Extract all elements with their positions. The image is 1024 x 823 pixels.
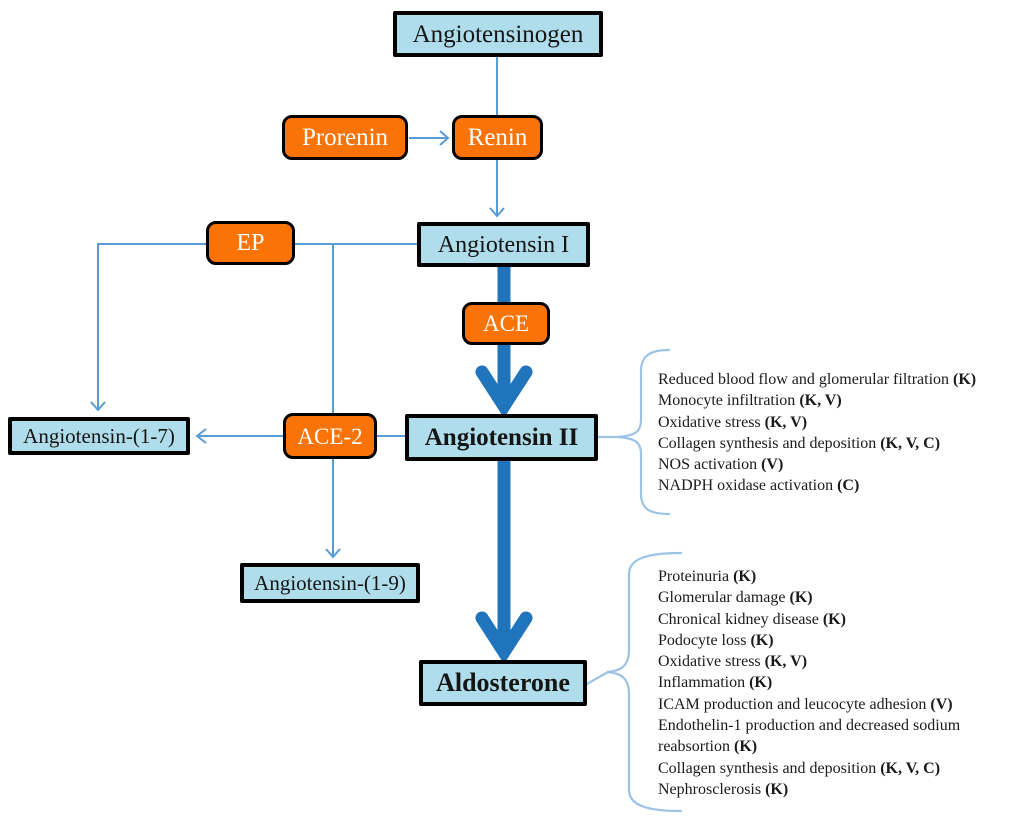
arrowhead-into-angiotensin-1-9	[325, 548, 341, 559]
effect-item: Inflammation (K)	[658, 674, 773, 692]
arrowhead-into-angiotensin-i	[489, 207, 505, 218]
node-ep-label: EP	[236, 230, 265, 256]
effect-item: Chronical kidney disease (K)	[658, 610, 846, 628]
effect-item: Glomerular damage (K)	[658, 589, 813, 607]
node-ace-label: ACE	[483, 311, 529, 336]
node-aldosterone: Aldosterone	[419, 660, 587, 706]
effect-item: Proteinuria (K)	[658, 568, 757, 585]
aldosterone-effects-list: Proteinuria (K) Glomerular damage (K) Ch…	[658, 566, 1023, 800]
node-angiotensin-i: Angiotensin I	[417, 222, 590, 267]
node-ace: ACE	[462, 302, 550, 345]
effect-item: Monocyte infiltration (K, V)	[658, 392, 842, 410]
node-ep: EP	[206, 221, 295, 265]
angiotensin-ii-effects-list: Reduced blood flow and glomerular filtra…	[658, 369, 1023, 497]
node-ace-2-label: ACE-2	[297, 423, 363, 449]
effect-item: Endothelin-1 production and decreased so…	[658, 717, 961, 756]
effect-item: Oxidative stress (K, V)	[658, 653, 808, 671]
node-angiotensin-1-7-label: Angiotensin-(1-7)	[23, 423, 175, 448]
node-angiotensin-ii-label: Angiotensin II	[424, 424, 579, 451]
arrowhead-into-angiotensin-1-7-top	[90, 401, 106, 412]
node-prorenin: Prorenin	[282, 115, 408, 160]
node-prorenin-label: Prorenin	[301, 124, 389, 151]
line-ep-horizontal	[97, 243, 417, 409]
arrowhead-into-angiotensin-1-7-right	[195, 428, 207, 444]
node-angiotensinogen: Angiotensinogen	[393, 11, 603, 57]
effect-item: Nephrosclerosis (K)	[658, 780, 789, 798]
effect-item: Podocyte loss (K)	[658, 631, 774, 649]
thick-arrow-angiotensin-ii-to-aldosterone-head	[475, 611, 533, 664]
node-aldosterone-label: Aldosterone	[436, 668, 570, 697]
node-ace-2: ACE-2	[283, 413, 377, 459]
node-renin: Renin	[452, 115, 543, 160]
node-angiotensinogen-label: Angiotensinogen	[412, 20, 584, 48]
node-angiotensin-ii: Angiotensin II	[405, 414, 598, 461]
node-angiotensin-1-9-label: Angiotensin-(1-9)	[254, 570, 406, 595]
brace-aldosterone-connector	[585, 670, 610, 686]
node-angiotensin-1-7: Angiotensin-(1-7)	[8, 417, 190, 455]
node-angiotensin-1-9: Angiotensin-(1-9)	[240, 563, 420, 603]
node-angiotensin-i-label: Angiotensin I	[437, 231, 570, 258]
arrowhead-into-renin	[439, 130, 450, 146]
effect-item: Reduced blood flow and glomerular filtra…	[658, 371, 977, 388]
effect-item: NOS activation (V)	[658, 456, 784, 474]
effect-item: Oxidative stress (K, V)	[658, 413, 808, 431]
thick-arrow-angiotensin-i-to-ii-head	[475, 365, 533, 418]
effect-item: Collagen synthesis and deposition (K, V,…	[658, 759, 941, 777]
effect-item: ICAM production and leucocyte adhesion (…	[658, 695, 953, 713]
node-renin-label: Renin	[467, 124, 528, 151]
effect-item: NADPH oxidase activation (C)	[658, 477, 860, 495]
effect-item: Collagen synthesis and deposition (K, V,…	[658, 434, 941, 452]
